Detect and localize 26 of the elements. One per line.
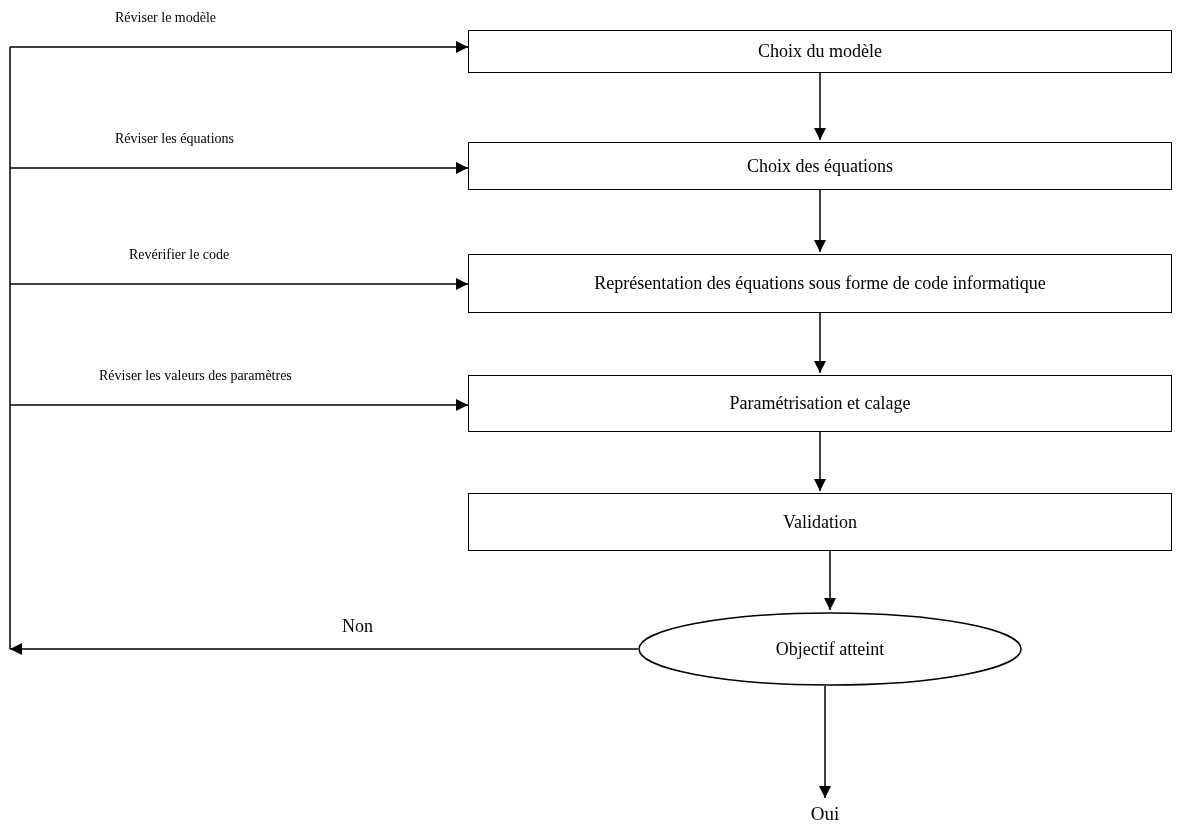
node-text: Paramétrisation et calage	[729, 393, 911, 414]
arrow	[824, 550, 836, 611]
node-text: Choix du modèle	[758, 41, 882, 62]
outcome-text: Oui	[810, 803, 840, 825]
arrow	[9, 399, 469, 411]
process-box	[468, 375, 1172, 432]
arrow	[9, 162, 469, 174]
process-box	[468, 142, 1172, 190]
process-box	[468, 493, 1172, 551]
node-text: Choix des équations	[747, 155, 893, 177]
arrow	[9, 278, 469, 290]
edge-label: Réviser les valeurs des paramètres	[97, 368, 294, 384]
arrow	[814, 431, 826, 492]
node-text: Validation	[783, 511, 857, 533]
edge-label: Réviser les équations	[113, 131, 236, 147]
arrow	[814, 189, 826, 253]
process-box	[468, 30, 1172, 73]
process-box	[468, 254, 1172, 313]
arrow	[814, 72, 826, 141]
node-text: Représentation des équations sous forme de code informatique	[594, 273, 1046, 294]
arrow	[814, 312, 826, 374]
arrow	[819, 685, 831, 799]
arrow	[9, 41, 469, 53]
arrow	[9, 643, 639, 655]
decision-ellipse	[638, 612, 1022, 686]
node-text: Objectif atteint	[775, 638, 885, 660]
